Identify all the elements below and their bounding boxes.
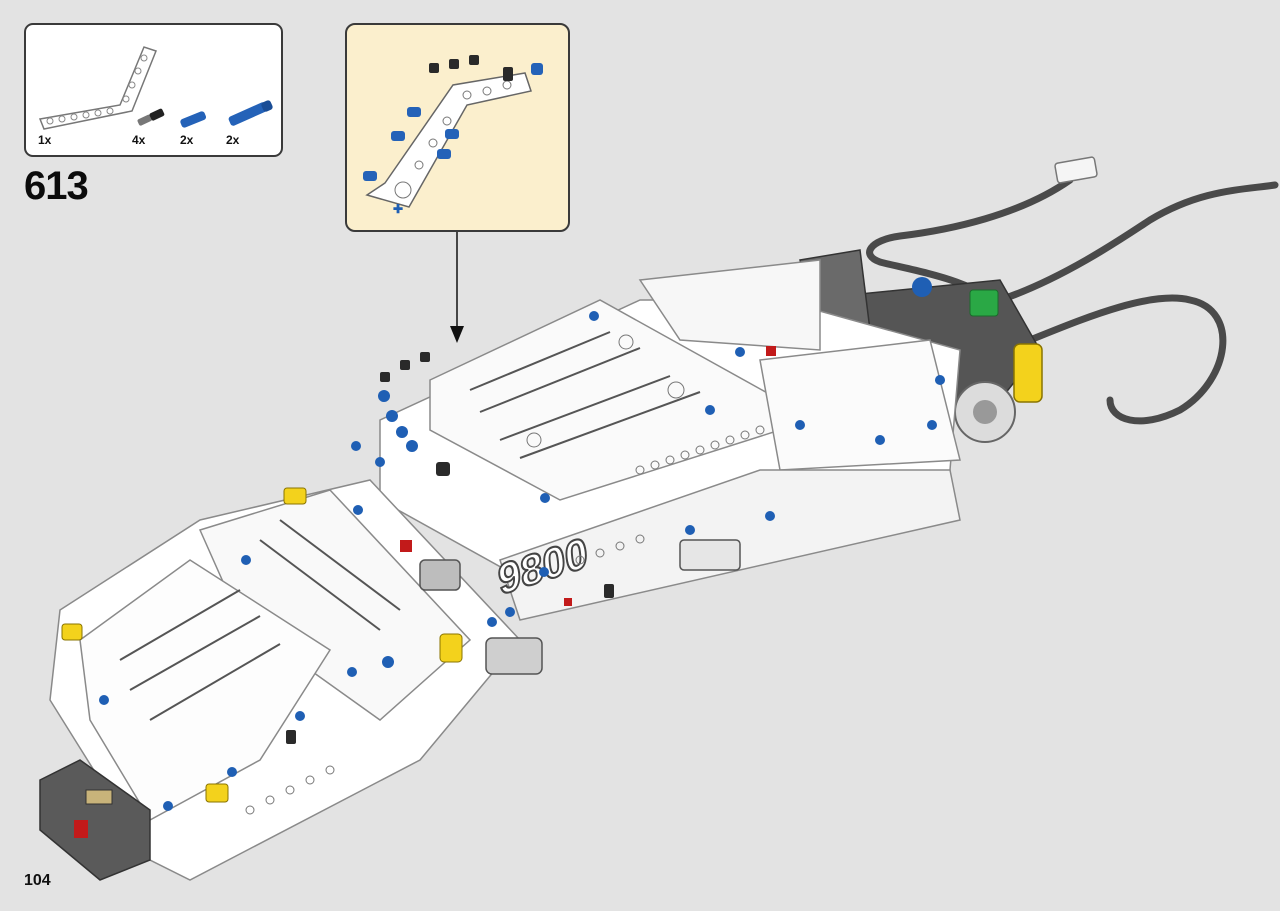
subassembly-blue-pins [363, 63, 543, 181]
part-qty-4: 2x [226, 133, 240, 147]
part-qty-1: 1x [38, 133, 52, 147]
axle-pin-black-icon [137, 108, 165, 126]
parts-callout: 1x 4x 2x 2x [24, 23, 283, 157]
deck-grooves [469, 331, 701, 459]
placement-arrow [450, 232, 464, 343]
step-number: 613 [24, 164, 89, 208]
subassembly-callout: ✚ [345, 23, 570, 232]
model-front-section [49, 479, 522, 881]
yellow-connectors [61, 487, 463, 803]
parts-artwork [38, 46, 273, 130]
lower-gray-parts [419, 539, 741, 675]
red-details [400, 346, 776, 606]
part-qty-2: 4x [132, 133, 146, 147]
subassembly-liftarm [365, 72, 532, 208]
beam-holes [245, 334, 765, 815]
cross-axle-hole-icon: ✚ [393, 202, 403, 216]
blue-pins [99, 311, 945, 811]
front-grooves [119, 519, 401, 721]
bent-liftarm-white-icon [38, 46, 157, 130]
front-tip [39, 759, 151, 881]
part-qty-3: 2x [180, 133, 194, 147]
long-pin-blue-icon [228, 100, 273, 126]
subassembly-black-pins [429, 55, 513, 81]
subassembly-artwork: ✚ [363, 55, 543, 216]
short-pin-blue-icon [180, 111, 207, 128]
page-number: 104 [24, 872, 51, 889]
cable [866, 176, 1279, 425]
cable-connector [1054, 156, 1098, 184]
black-pins [286, 352, 614, 744]
